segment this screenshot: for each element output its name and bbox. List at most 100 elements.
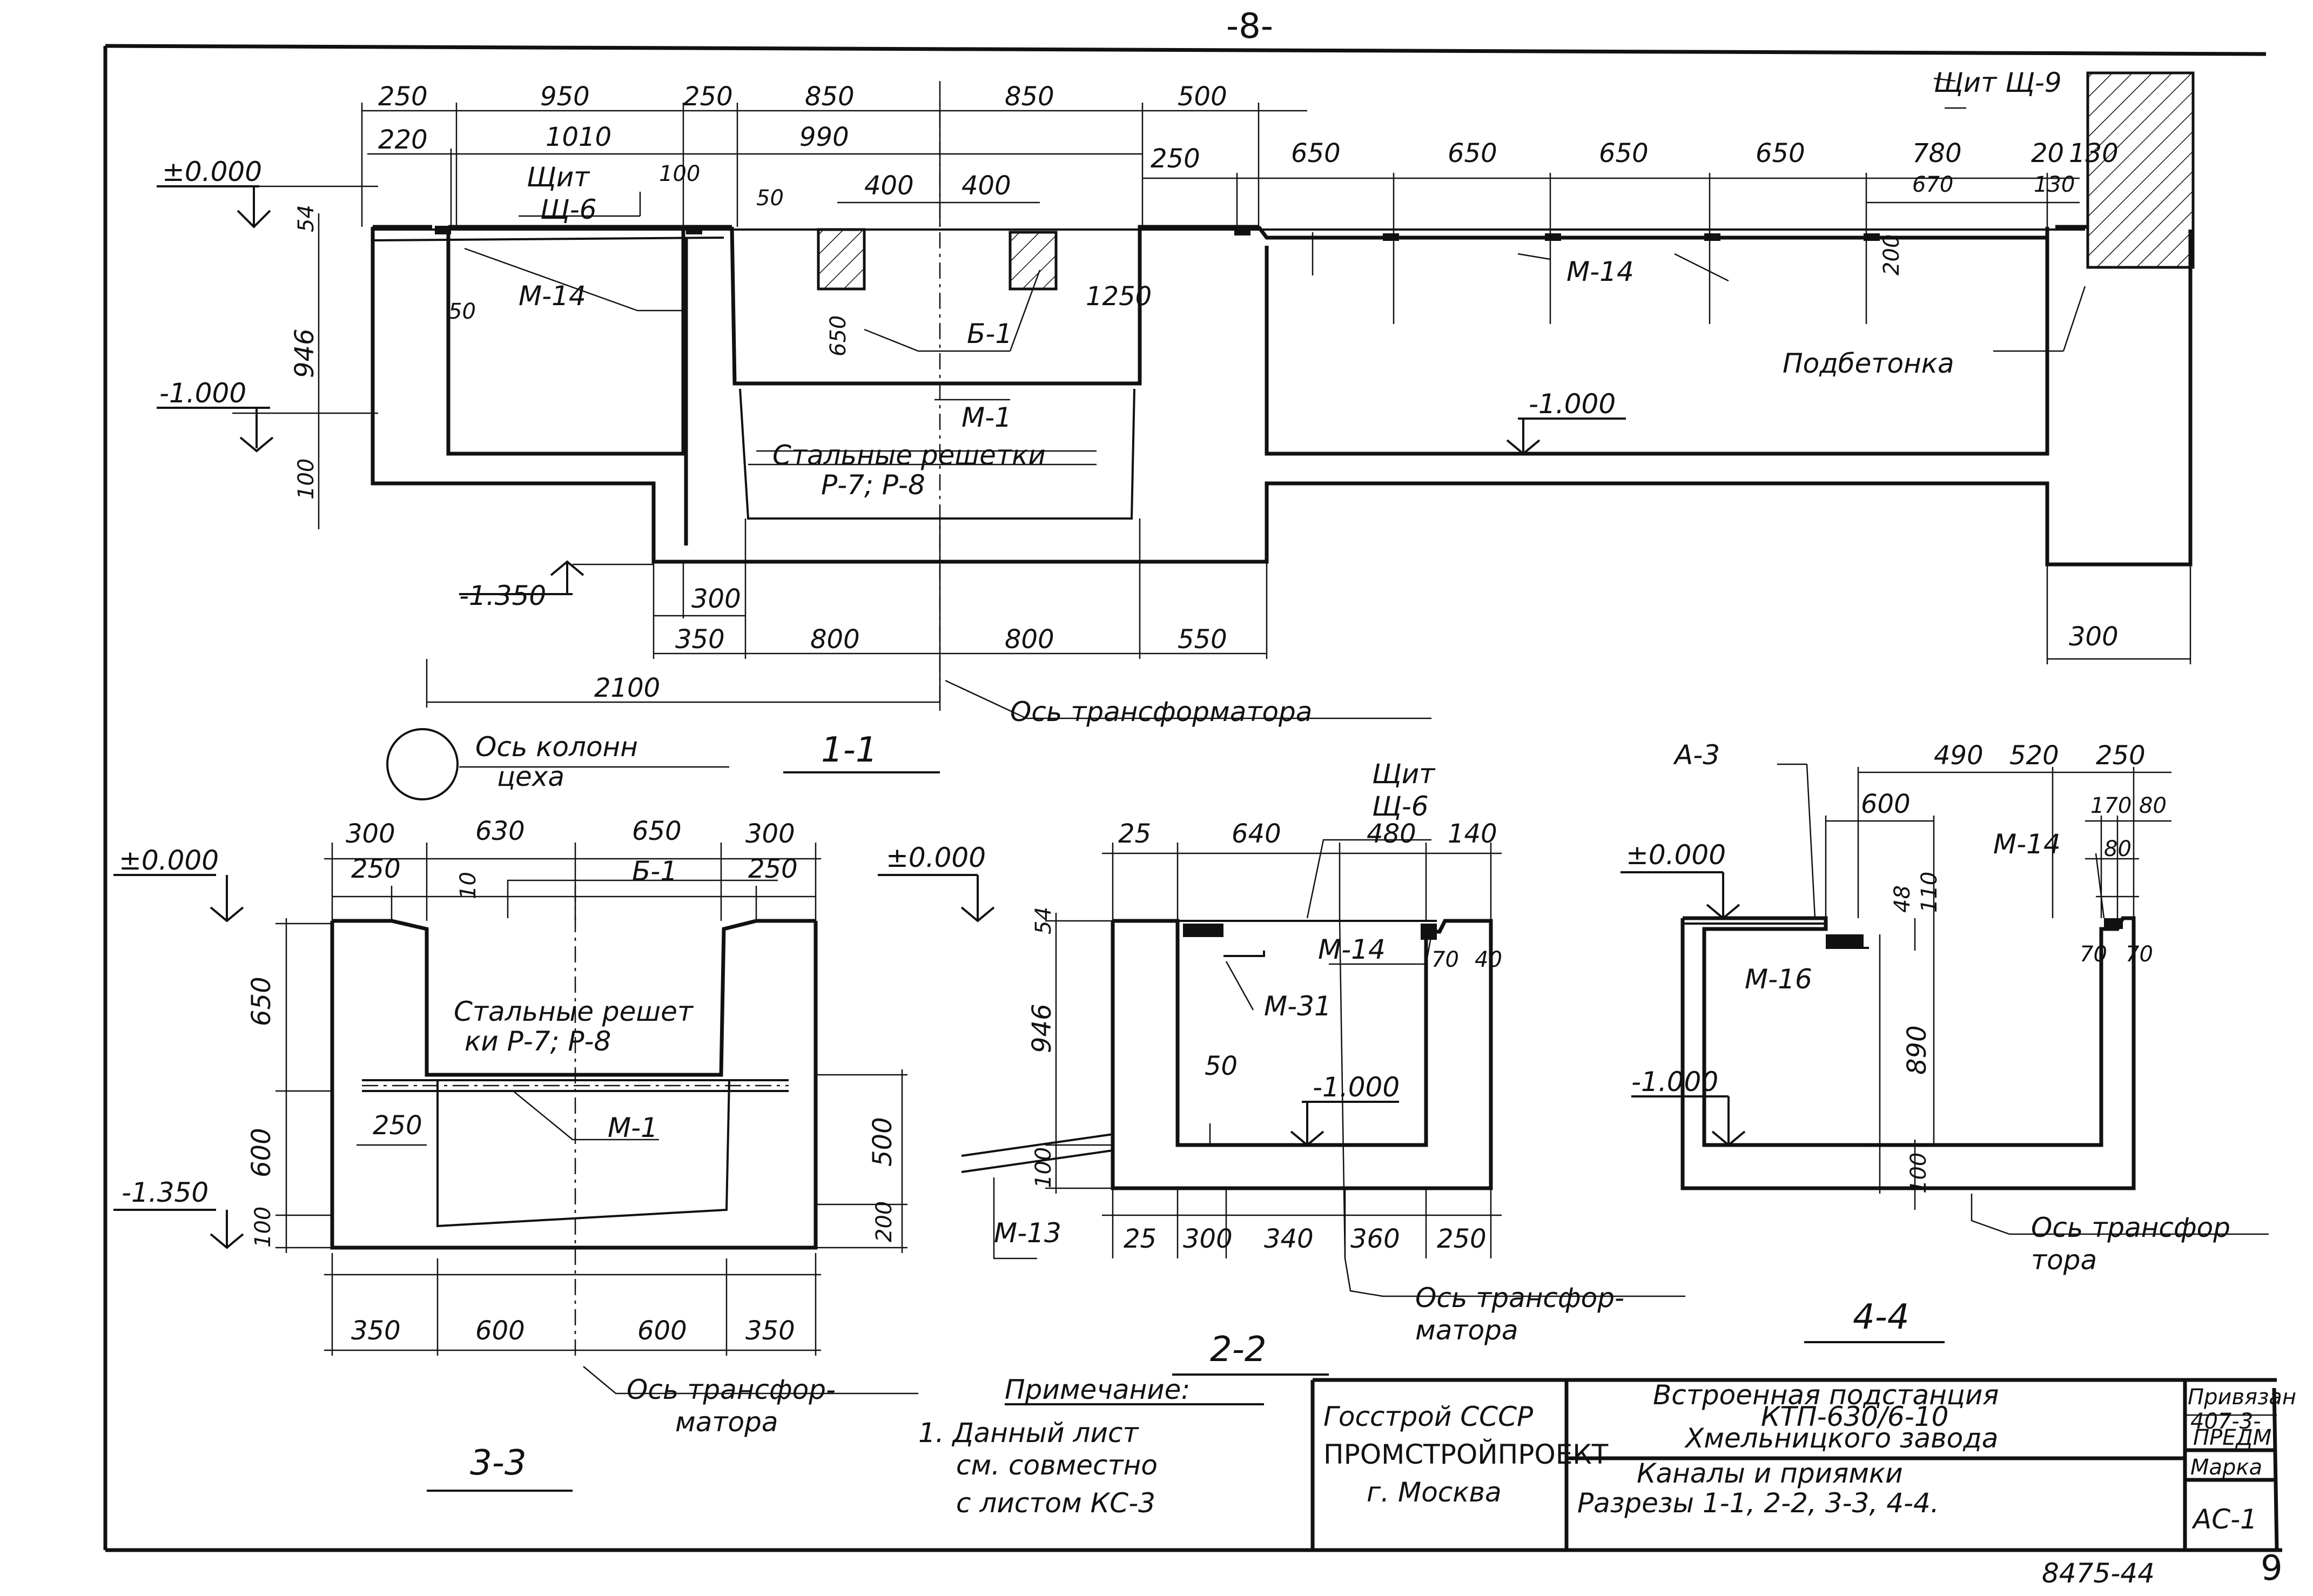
note-line-3: с листом КС-3	[956, 1487, 1155, 1519]
beam-b1-right	[1008, 231, 1058, 291]
label-axis-transformer-2: матора	[1415, 1315, 1518, 1346]
title-project-plant: Хмельницкого завода	[1684, 1423, 1998, 1454]
dim-text: 670	[1912, 172, 1953, 197]
dim-text: 340	[1264, 1224, 1314, 1254]
dim-text: 600	[1861, 789, 1911, 819]
dim-text: 600	[475, 1316, 525, 1346]
dim-text: 100	[294, 459, 319, 500]
dim-text: 400	[864, 171, 914, 201]
title-mark-head: Марка	[2190, 1455, 2262, 1480]
dim-text: 250	[2096, 740, 2146, 771]
label-schit-6: Щ-6	[1372, 791, 1429, 822]
label-grates-marks: ки Р-7; Р-8	[465, 1026, 611, 1057]
note-line-1: 1. Данный лист	[918, 1417, 1139, 1449]
label-m31: М-31	[1264, 991, 1332, 1022]
dim-text: 300	[745, 819, 795, 849]
dim-text: 250	[373, 1110, 422, 1141]
title-org-city: г. Москва	[1367, 1477, 1502, 1508]
label-axis-transformer: Ось трансформатора	[1010, 696, 1312, 728]
dim-text: 100	[1031, 1147, 1056, 1188]
dim-text: 800	[1005, 624, 1054, 655]
dim-text: 650	[1291, 138, 1341, 169]
dim-text: 40	[1475, 947, 1502, 972]
dim-text: 490	[1934, 740, 1983, 771]
note-title: Примечание:	[1005, 1374, 1190, 1405]
level-minus1350-3-3: -1.350	[122, 1177, 209, 1208]
level-minus1-1-1: -1.000	[159, 378, 246, 409]
dim-text: 250	[748, 854, 798, 884]
dim-text: 250	[1151, 144, 1200, 174]
dim-text: 1010	[546, 122, 611, 152]
level-minus1-right: -1.000	[1529, 388, 1616, 420]
dim-text: 300	[1183, 1224, 1233, 1254]
section-4-4: ±0.000 -1.000 490 520 250 600 170 80 48 …	[1621, 739, 2269, 1343]
label-grates: Стальные решетки	[772, 440, 1046, 471]
dim-text: 50	[1205, 1051, 1238, 1081]
dim-text: 950	[540, 82, 590, 112]
dim-text: 80	[2104, 837, 2132, 861]
title-block: Госстрой СССР ПРОМСТРОЙПРОЕКТ г. Москва …	[1310, 1378, 2296, 1589]
dim-text: 350	[351, 1316, 401, 1346]
archive-number: 8475-44	[2042, 1558, 2155, 1589]
label-grates: Стальные решет	[454, 996, 694, 1027]
title-mark: АС-1	[2191, 1504, 2257, 1535]
label-m14: М-14	[1318, 934, 1386, 965]
dim-text: 130	[2034, 172, 2075, 197]
dim-text: 1250	[1086, 281, 1152, 312]
existing-wall	[2086, 71, 2195, 269]
beam-b1-left	[817, 228, 866, 291]
dim-text: 946	[1027, 1004, 1057, 1053]
dim-text: 500	[868, 1117, 898, 1167]
level-zero-1-1: ±0.000	[162, 156, 262, 187]
section-title-1-1: 1-1	[821, 730, 878, 770]
dim-text: 350	[675, 624, 725, 655]
title-sheet-sections: Разрезы 1-1, 2-2, 3-3, 4-4.	[1577, 1487, 1939, 1519]
label-m14: М-14	[1566, 256, 1634, 287]
dim-text: 110	[1917, 872, 1942, 913]
dim-text: 650	[826, 315, 851, 356]
title-org-name: ПРОМСТРОЙПРОЕКТ	[1323, 1438, 1609, 1470]
dim-text: 946	[290, 328, 320, 378]
level-minus1-4-4: -1.000	[1631, 1066, 1718, 1097]
dim-text: 600	[246, 1128, 277, 1177]
dim-text: 220	[378, 125, 428, 155]
dim-text: 100	[659, 161, 700, 186]
dim-text: 100	[251, 1207, 275, 1248]
dim-text: 250	[351, 854, 401, 884]
dim-text: 300	[346, 819, 395, 849]
label-m16: М-16	[1745, 964, 1812, 995]
dim-text: 250	[378, 82, 428, 112]
dim-text: 300	[2069, 622, 2119, 652]
embedded-m14	[1183, 924, 1223, 937]
dim-text: 80	[2139, 793, 2167, 818]
dim-text: 200	[1879, 234, 1904, 275]
label-b1: Б-1	[632, 856, 677, 887]
dim-text: 630	[475, 816, 525, 846]
dim-text: 850	[805, 82, 855, 112]
label-schit: Щит	[527, 161, 590, 193]
dim-text: 400	[961, 171, 1011, 201]
label-podbetonka: Подбетонка	[1783, 348, 1954, 379]
dim-text: 10	[456, 872, 481, 899]
dim-text: 890	[1902, 1025, 1932, 1075]
title-bound-sub: ПРЕДМ	[2193, 1425, 2271, 1450]
embedded-m16	[1826, 934, 1864, 948]
level-minus1-2-2: -1.000	[1313, 1072, 1400, 1103]
dim-text: 200	[872, 1201, 897, 1242]
dim-text: 70	[2080, 942, 2107, 967]
dim-text: 650	[246, 977, 277, 1026]
title-bound: Привязан	[2188, 1385, 2296, 1410]
label-m1: М-1	[608, 1112, 658, 1143]
label-schit: Щит	[1372, 758, 1436, 790]
section-1-1: ±0.000 -1.000 -1.350 -1.000 250 950 250 …	[157, 67, 2195, 800]
embedded-parts	[435, 226, 1880, 241]
column-axis-bubble	[386, 728, 459, 800]
dim-text: 520	[2009, 740, 2059, 771]
dim-text: 990	[799, 122, 849, 152]
title-org: Госстрой СССР	[1323, 1401, 1534, 1432]
label-a3: А-3	[1673, 739, 1720, 771]
label-axis-transformer: Ось трансфор	[2031, 1212, 2230, 1243]
dim-text: 480	[1367, 819, 1416, 849]
dim-text: 170	[2090, 793, 2132, 818]
